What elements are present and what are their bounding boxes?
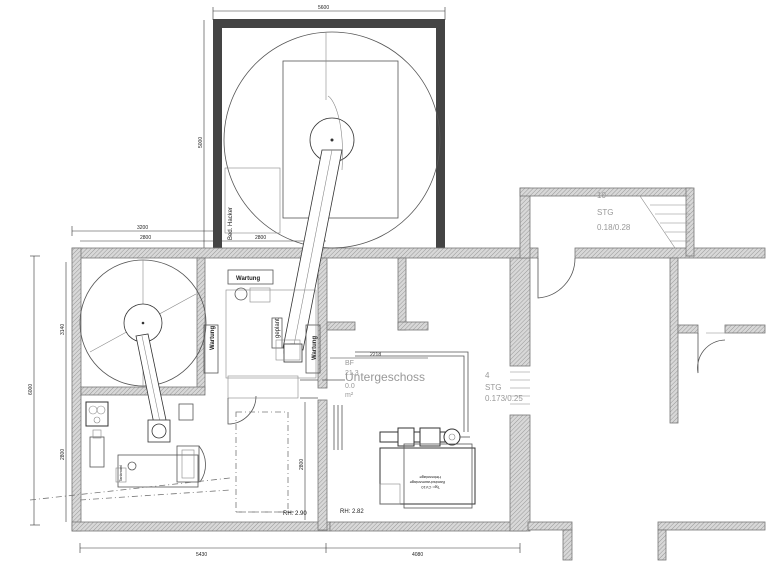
door-swings xyxy=(537,257,726,374)
dim-bottom-left: 5430 xyxy=(196,552,207,558)
label-wartung-left: Wartung xyxy=(210,326,216,350)
room-val: 0.0 xyxy=(345,383,355,390)
label-bed-hacker: Bed. Hacker xyxy=(228,207,234,240)
door-swing-icon xyxy=(198,445,206,483)
turntable-left xyxy=(79,259,207,443)
room-bf: BF xyxy=(345,360,354,367)
stair-mid-ratio: 0.173/0.25 xyxy=(485,394,523,403)
robot-arm-icon xyxy=(282,95,343,363)
robot-arm-icon xyxy=(135,333,171,443)
room-floor: Untergeschoss xyxy=(345,370,425,384)
dimension-lines: 5600 5000 3200 2800 2800 6000 3140 2800 … xyxy=(28,5,521,558)
dim-left-upper: 3140 xyxy=(60,324,66,335)
stair-top-count: 10 xyxy=(597,191,606,200)
label-tankmanl: Tankmanl xyxy=(118,465,123,482)
machine-line2: Bandschaumanlage xyxy=(409,480,445,485)
dim-short: 2218 xyxy=(370,352,381,358)
machine-line1: Hebeanlage xyxy=(419,475,441,480)
dim-shaft-height: 5000 xyxy=(198,137,204,148)
label-rh-left: RH: 2.90 xyxy=(283,511,307,517)
dim-left-height: 6000 xyxy=(28,384,34,395)
stair-mid-count: 4 xyxy=(485,371,490,380)
stair-top-ratio: 0.18/0.28 xyxy=(597,223,631,232)
label-rh-right: RH: 2.82 xyxy=(340,509,364,515)
label-geplant: geplant xyxy=(275,318,281,338)
dim-mid-inner: 2800 xyxy=(255,235,266,241)
dim-left-lower: 2800 xyxy=(60,449,66,460)
label-wartung-top: Wartung xyxy=(236,276,260,282)
door-swing-icon xyxy=(697,333,726,374)
maintenance-area: Wartung Wartung Wartung geplant xyxy=(203,269,345,399)
right-room: BF 21.3 Untergeschoss 0.0 m² Hebeanlage … xyxy=(333,351,476,515)
machine-line3: Typ: CV10 xyxy=(421,485,440,490)
turntable-large: Bed. Hacker xyxy=(223,31,441,363)
lower-left-equipment: Tankmanl xyxy=(29,401,231,501)
door-swing-icon xyxy=(537,257,576,299)
room-unit: m² xyxy=(345,392,354,399)
centre-lower-room: RH: 2.90 xyxy=(227,395,318,517)
dim-vertical-mid: 2800 xyxy=(299,459,305,470)
shaft-walls xyxy=(213,19,445,251)
room-area: 21.3 xyxy=(345,370,359,377)
label-wartung-right: Wartung xyxy=(312,336,318,360)
stair-mid-type: STG xyxy=(485,383,501,392)
dim-top-width: 5600 xyxy=(318,5,329,11)
dim-left-width: 3200 xyxy=(137,225,148,231)
stair-icon: 10 STG 0.18/0.28 4 STG 0.173/0.25 xyxy=(485,191,690,405)
stair-top-type: STG xyxy=(597,208,613,217)
dim-left-inner: 2800 xyxy=(140,235,151,241)
dim-bottom-right: 4080 xyxy=(412,552,423,558)
